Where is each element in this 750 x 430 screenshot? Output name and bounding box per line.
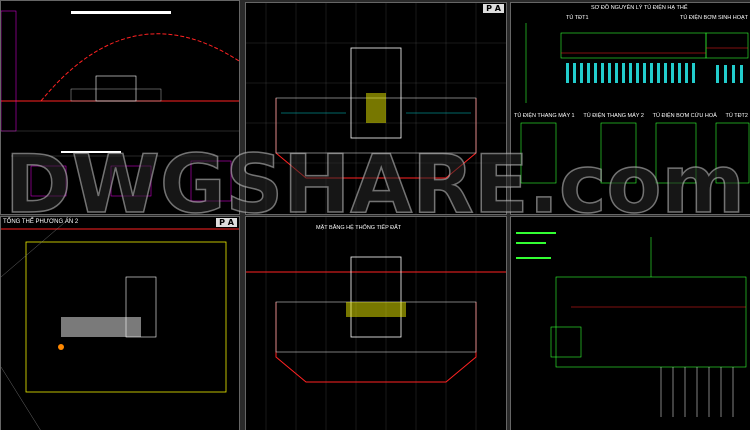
schematic-drawing: [520, 23, 750, 184]
grounding-plan-title: MẶT BẰNG HỆ THỐNG TIẾP ĐẤT: [316, 225, 402, 231]
sheet-badge: P A: [216, 218, 237, 227]
floor-plan-drawing: [246, 3, 506, 214]
site-plan-drawing: [1, 217, 239, 430]
cabinet-label: TỦ ĐIỆN BƠM CỨU HOẢ: [652, 113, 717, 119]
panel-elevation-details: [0, 0, 240, 215]
sheet-badge: P A: [483, 4, 504, 13]
panel-floor-plan-top: P A: [245, 2, 507, 215]
cabinet-label-row: TỦ ĐIỆN THANG MÁY 1 TỦ ĐIỆN THANG MÁY 2 …: [514, 113, 748, 119]
cabinet-label: TỦ TĐT1: [566, 15, 589, 21]
grounding-plan-drawing: [246, 217, 506, 430]
panel-single-line-diagram: [510, 216, 750, 430]
cabinet-label: TỦ ĐIỆN BƠM SINH HOẠT: [680, 15, 748, 21]
panel-grounding-plan: MẶT BẰNG HỆ THỐNG TIẾP ĐẤT: [245, 216, 507, 430]
panel-site-plan: TỔNG THỂ PHƯƠNG ÁN 2 P A: [0, 216, 240, 430]
cabinet-label: TỦ ĐIỆN THANG MÁY 2: [583, 113, 644, 119]
site-plan-title: TỔNG THỂ PHƯƠNG ÁN 2: [3, 219, 79, 225]
panel-electrical-schematic: SƠ ĐỒ NGUYÊN LÝ TỦ ĐIỆN HẠ THẾ TỦ TĐT1 T…: [510, 2, 750, 215]
single-line-drawing: [516, 232, 747, 417]
elevation-drawing: [1, 10, 239, 202]
cabinet-label: TỦ ĐIỆN THANG MÁY 1: [514, 113, 575, 119]
schematic-title: SƠ ĐỒ NGUYÊN LÝ TỦ ĐIỆN HẠ THẾ: [591, 5, 688, 11]
cabinet-label: TỦ TĐT2: [725, 113, 748, 119]
